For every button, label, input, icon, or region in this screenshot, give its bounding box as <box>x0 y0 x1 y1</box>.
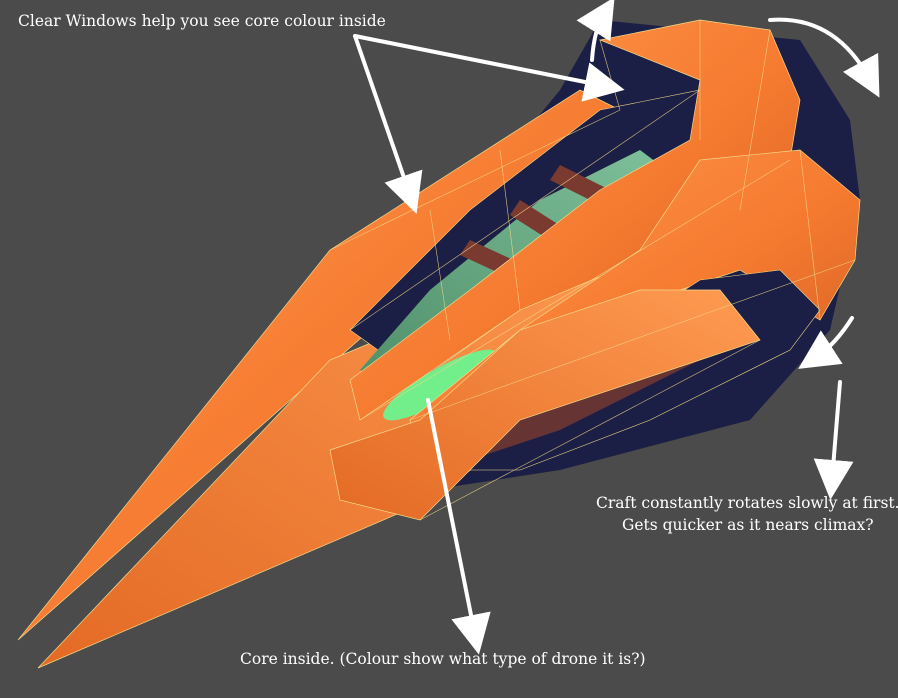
arrow-rotate-up <box>813 380 854 500</box>
rotation-arrow-top <box>576 0 615 62</box>
rotation-arrow-right <box>768 17 880 98</box>
annotation-rotation: Craft constantly rotates slowly at first… <box>596 492 898 536</box>
annotation-clear-windows: Clear Windows help you see core colour i… <box>18 12 386 30</box>
annotation-arrows <box>353 0 880 655</box>
annotation-rotation-line2: Gets quicker as it nears climax? <box>621 516 874 534</box>
arrow-windows-left <box>353 34 423 214</box>
arrow-windows-right <box>353 34 625 102</box>
annotation-core: Core inside. (Colour show what type of d… <box>240 650 646 668</box>
wireframe-lines <box>329 20 856 521</box>
core-glow <box>383 349 497 421</box>
rotation-arrow-lower <box>798 316 854 369</box>
arrow-core <box>426 398 491 655</box>
annotation-rotation-line1: Craft constantly rotates slowly at first… <box>596 494 898 512</box>
